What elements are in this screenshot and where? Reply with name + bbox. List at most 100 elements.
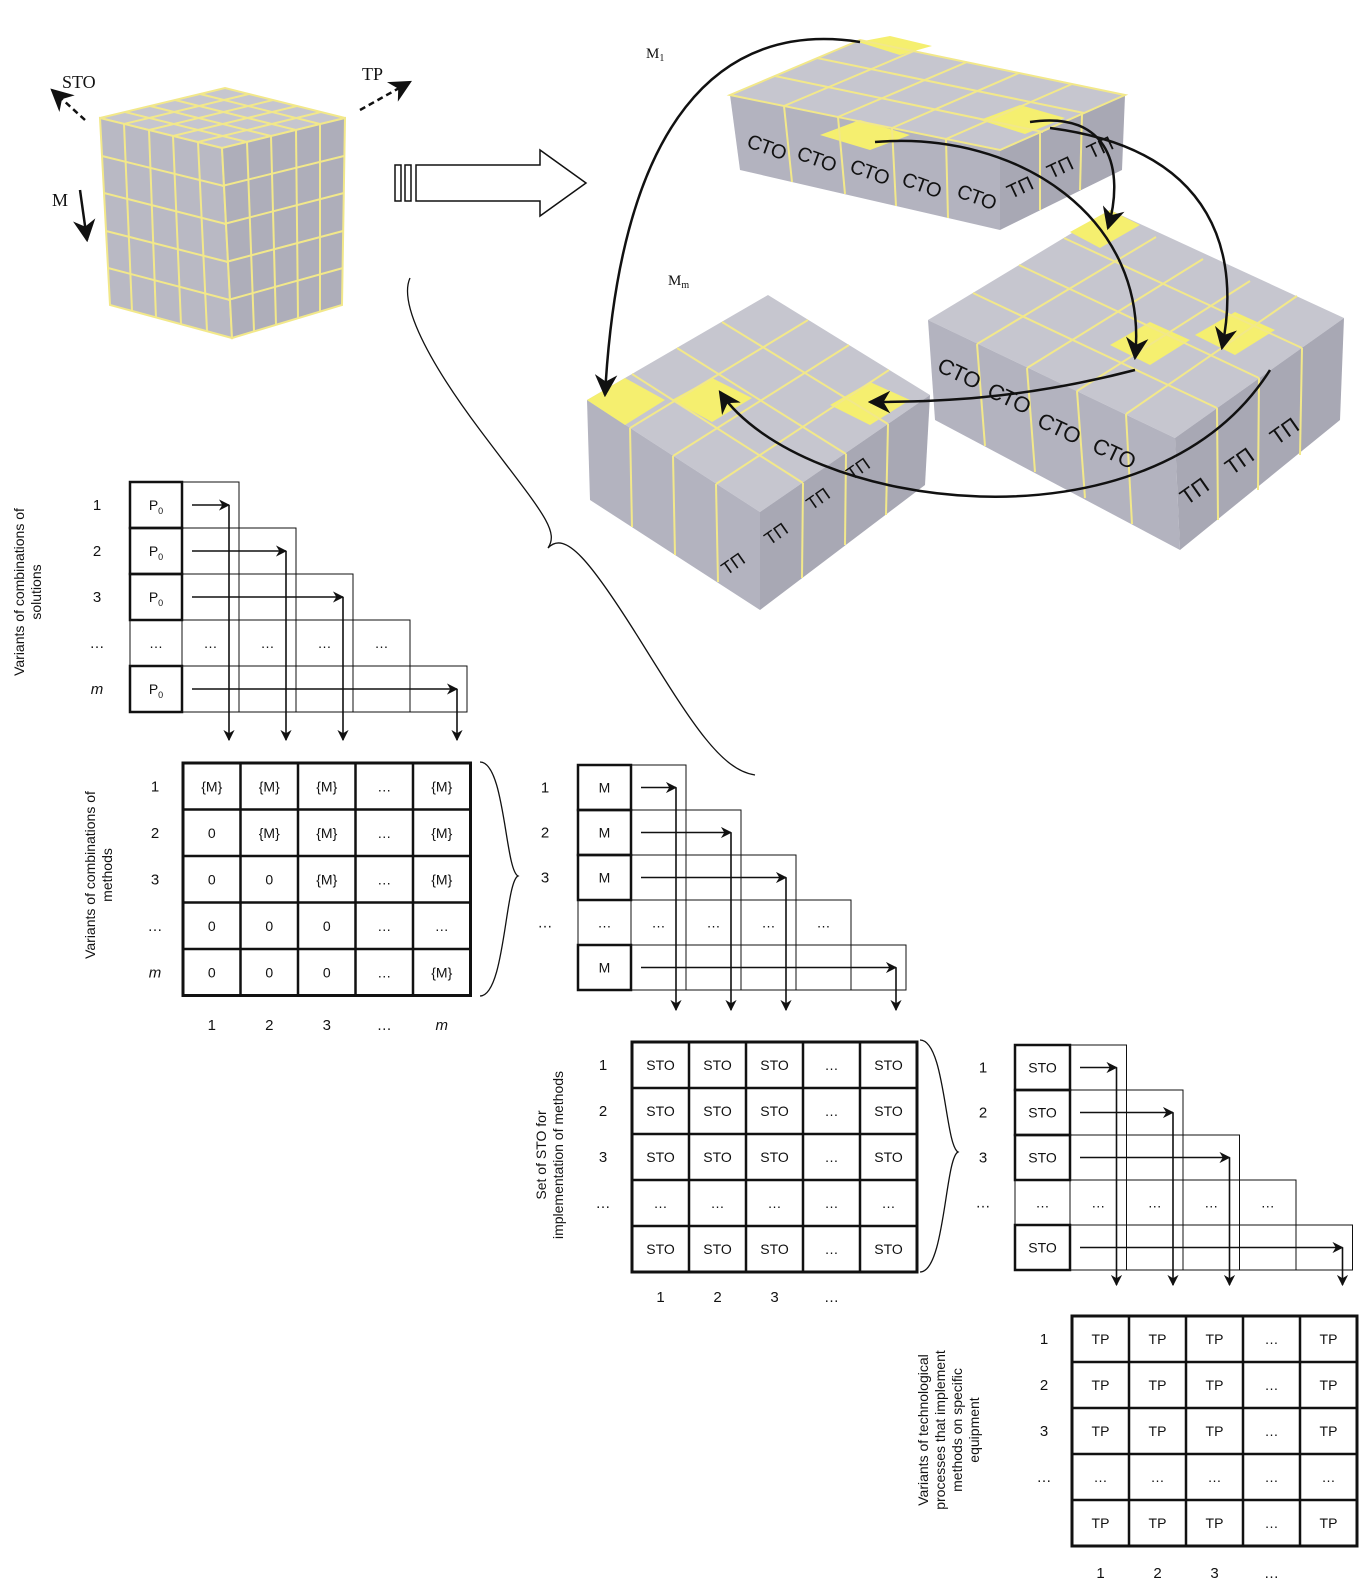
tp-axis-arrow bbox=[360, 82, 410, 110]
matrix-cell: TP bbox=[1206, 1377, 1224, 1393]
matrix-cell: … bbox=[377, 778, 391, 794]
staircase-head-label: M bbox=[599, 780, 611, 796]
matrix-cell: STO bbox=[646, 1103, 675, 1119]
matrix-cell: … bbox=[825, 1149, 839, 1165]
solution-cube: STO TP M bbox=[52, 64, 410, 338]
row-number: 3 bbox=[151, 871, 159, 888]
matrix-cell: … bbox=[1265, 1469, 1279, 1485]
matrix-cell: … bbox=[435, 918, 449, 934]
method-brace bbox=[480, 762, 518, 996]
matrix-cell: STO bbox=[760, 1057, 789, 1073]
matrix-cell: … bbox=[825, 1241, 839, 1257]
matrix-cell: TP bbox=[1092, 1331, 1110, 1347]
matrix-cell: TP bbox=[1320, 1377, 1338, 1393]
matrix-cell: TP bbox=[1149, 1515, 1167, 1531]
dots-label: … bbox=[261, 635, 275, 651]
matrix-cell: {M} bbox=[316, 871, 337, 887]
dots-label: … bbox=[375, 635, 389, 651]
column-number: 2 bbox=[1153, 1565, 1161, 1582]
staircase-head-label: P0 bbox=[149, 543, 163, 562]
staircase-head-label: P0 bbox=[149, 681, 163, 700]
staircase-head-label: STO bbox=[1028, 1150, 1057, 1166]
staircase-head-label: P0 bbox=[149, 589, 163, 608]
row-number: 3 bbox=[93, 589, 101, 606]
column-number: … bbox=[377, 1017, 392, 1034]
column-number: m bbox=[436, 1017, 449, 1034]
row-number: 2 bbox=[1040, 1377, 1048, 1394]
staircase-head-label: STO bbox=[1028, 1060, 1057, 1076]
method-axis-label: Variants of combinations ofmethods bbox=[82, 791, 115, 959]
row-number: 3 bbox=[541, 870, 549, 887]
row-number: 2 bbox=[151, 825, 159, 842]
matrix-cell: {M} bbox=[431, 871, 452, 887]
staircase-head-label: P0 bbox=[149, 497, 163, 516]
matrix-cell: STO bbox=[874, 1103, 903, 1119]
staircase-head-label: … bbox=[1036, 1195, 1050, 1211]
matrix-cell: … bbox=[377, 825, 391, 841]
layer-label-m1: M1 bbox=[646, 46, 664, 64]
matrix-cell: … bbox=[1208, 1469, 1222, 1485]
row-number: 1 bbox=[599, 1057, 607, 1074]
layer-middle: СТО СТО СТО СТО ТП ТП ТП bbox=[928, 210, 1344, 550]
matrix-cell: STO bbox=[874, 1241, 903, 1257]
matrix-cell: TP bbox=[1149, 1377, 1167, 1393]
matrix-cell: STO bbox=[703, 1103, 732, 1119]
matrix-cell: STO bbox=[760, 1103, 789, 1119]
dots-label: … bbox=[762, 915, 776, 931]
layer-m1: СТО СТО СТО СТО СТО ТП ТП ТП M1 bbox=[646, 36, 1125, 230]
row-number: 1 bbox=[1040, 1331, 1048, 1348]
dots-label: … bbox=[1148, 1195, 1162, 1211]
column-number: 3 bbox=[770, 1289, 778, 1306]
matrix-cell: TP bbox=[1092, 1377, 1110, 1393]
axis-label-tp: TP bbox=[362, 64, 383, 84]
matrix-cell: … bbox=[1265, 1331, 1279, 1347]
matrix-cell: … bbox=[377, 871, 391, 887]
dots-label: … bbox=[1204, 1195, 1218, 1211]
staircase-head-label: … bbox=[598, 915, 612, 931]
matrix-cell: STO bbox=[646, 1057, 675, 1073]
matrix-cell: 0 bbox=[265, 871, 273, 887]
row-number: 2 bbox=[541, 825, 549, 842]
row-number: … bbox=[596, 1195, 611, 1212]
matrix-cell: {M} bbox=[201, 778, 222, 794]
matrix-cell: … bbox=[654, 1195, 668, 1211]
matrix-cell: {M} bbox=[316, 778, 337, 794]
matrix-cell: … bbox=[1265, 1515, 1279, 1531]
matrix-cell: STO bbox=[760, 1241, 789, 1257]
row-number: 2 bbox=[979, 1105, 987, 1122]
row-number: 2 bbox=[599, 1103, 607, 1120]
dots-label: … bbox=[1261, 1195, 1275, 1211]
column-number: 3 bbox=[1210, 1565, 1218, 1582]
matrix-cell: 0 bbox=[323, 964, 331, 980]
row-number: m bbox=[149, 964, 162, 981]
matrix-cell: 0 bbox=[208, 871, 216, 887]
matrix-cell: {M} bbox=[431, 964, 452, 980]
column-number: 1 bbox=[656, 1289, 664, 1306]
layer-label-mm: Mm bbox=[668, 273, 689, 291]
matrix-cell: TP bbox=[1206, 1423, 1224, 1439]
axis-label-sto: STO bbox=[62, 72, 96, 92]
layer-mm: ТП ТП ТП ТП Mm bbox=[587, 273, 930, 610]
matrix-cell: 0 bbox=[208, 918, 216, 934]
tp-axis-label: Variants of technologicalprocesses that … bbox=[915, 1350, 982, 1510]
column-number: 1 bbox=[208, 1017, 216, 1034]
row-number: 1 bbox=[93, 497, 101, 514]
staircase-head-label: M bbox=[599, 960, 611, 976]
matrix-cell: TP bbox=[1092, 1515, 1110, 1531]
sto-matrix: STOSTOSTO…STOSTOSTOSTO…STOSTOSTOSTO…STO…… bbox=[596, 1042, 918, 1306]
method-staircase: 1M2M3M………………M bbox=[538, 765, 907, 1010]
row-number: 3 bbox=[599, 1149, 607, 1166]
matrix-cell: STO bbox=[703, 1241, 732, 1257]
m-axis-arrow bbox=[80, 190, 87, 240]
matrix-cell: TP bbox=[1320, 1423, 1338, 1439]
column-number: 3 bbox=[323, 1017, 331, 1034]
matrix-cell: STO bbox=[646, 1149, 675, 1165]
matrix-cell: 0 bbox=[265, 964, 273, 980]
column-number: … bbox=[1264, 1565, 1279, 1582]
dots-label: … bbox=[204, 635, 218, 651]
row-number: m bbox=[91, 681, 104, 698]
matrix-cell: … bbox=[825, 1103, 839, 1119]
